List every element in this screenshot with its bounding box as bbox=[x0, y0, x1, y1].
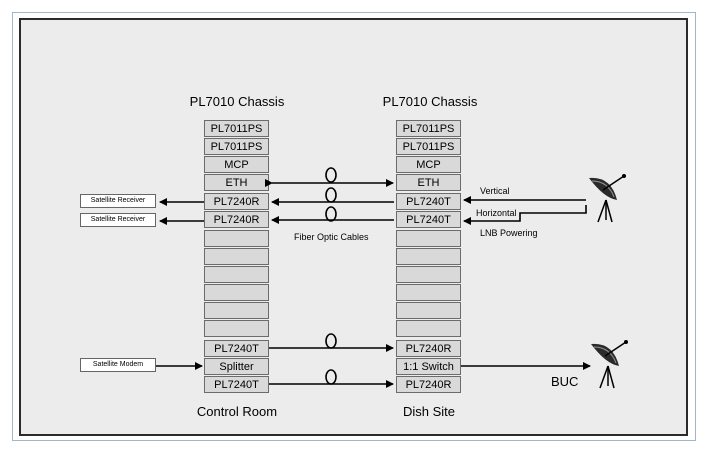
satellite-dish-icon-buc bbox=[591, 340, 628, 389]
left-slot-5: PL7240R bbox=[204, 193, 269, 210]
lnb-powering-label: LNB Powering bbox=[480, 228, 538, 238]
left-slot-10 bbox=[204, 284, 269, 301]
left-chassis-footer: Control Room bbox=[196, 404, 278, 419]
fiber-loop-5 bbox=[325, 369, 337, 385]
satellite-receiver-box-1: Satellite Receiver bbox=[80, 194, 156, 208]
right-slot-11 bbox=[396, 302, 461, 319]
fiber-optic-label: Fiber Optic Cables bbox=[294, 232, 369, 242]
left-slot-12 bbox=[204, 320, 269, 337]
right-slot-1: PL7011PS bbox=[396, 120, 461, 137]
left-slot-15: PL7240T bbox=[204, 376, 269, 393]
horizontal-link bbox=[463, 205, 587, 225]
left-slot-11 bbox=[204, 302, 269, 319]
left-slot-1: PL7011PS bbox=[204, 120, 269, 137]
satellite-modem-box: Satellite Modem bbox=[80, 358, 156, 372]
left-slot-2: PL7011PS bbox=[204, 138, 269, 155]
left-slot-8 bbox=[204, 248, 269, 265]
right-slot-6: PL7240T bbox=[396, 211, 461, 228]
right-slot-14: 1:1 Switch bbox=[396, 358, 461, 375]
right-slot-7 bbox=[396, 230, 461, 247]
right-slot-13: PL7240R bbox=[396, 340, 461, 357]
satellite-dish-icon bbox=[589, 174, 626, 223]
left-slot-4: ETH bbox=[204, 174, 269, 191]
right-slot-8 bbox=[396, 248, 461, 265]
left-slot-7 bbox=[204, 230, 269, 247]
right-slot-5: PL7240T bbox=[396, 193, 461, 210]
fiber-loop-3 bbox=[325, 206, 337, 222]
right-slot-2: PL7011PS bbox=[396, 138, 461, 155]
right-slot-9 bbox=[396, 266, 461, 283]
left-slot-3: MCP bbox=[204, 156, 269, 173]
satellite-receiver-box-2: Satellite Receiver bbox=[80, 213, 156, 227]
right-chassis-title: PL7010 Chassis bbox=[382, 94, 478, 109]
right-chassis-footer: Dish Site bbox=[402, 404, 456, 419]
fiber-loop-2 bbox=[325, 187, 337, 203]
right-slot-10 bbox=[396, 284, 461, 301]
right-slot-3: MCP bbox=[396, 156, 461, 173]
left-slot-6: PL7240R bbox=[204, 211, 269, 228]
buc-label: BUC bbox=[551, 374, 579, 389]
vertical-label: Vertical bbox=[480, 186, 510, 196]
left-slot-13: PL7240T bbox=[204, 340, 269, 357]
fiber-loop-1 bbox=[325, 167, 337, 183]
horizontal-label: Horizontal bbox=[476, 208, 517, 218]
fiber-loop-4 bbox=[325, 333, 337, 349]
right-slot-15: PL7240R bbox=[396, 376, 461, 393]
right-slot-4: ETH bbox=[396, 174, 461, 191]
left-slot-9 bbox=[204, 266, 269, 283]
left-slot-14: Splitter bbox=[204, 358, 269, 375]
right-slot-12 bbox=[396, 320, 461, 337]
left-chassis-title: PL7010 Chassis bbox=[189, 94, 285, 109]
